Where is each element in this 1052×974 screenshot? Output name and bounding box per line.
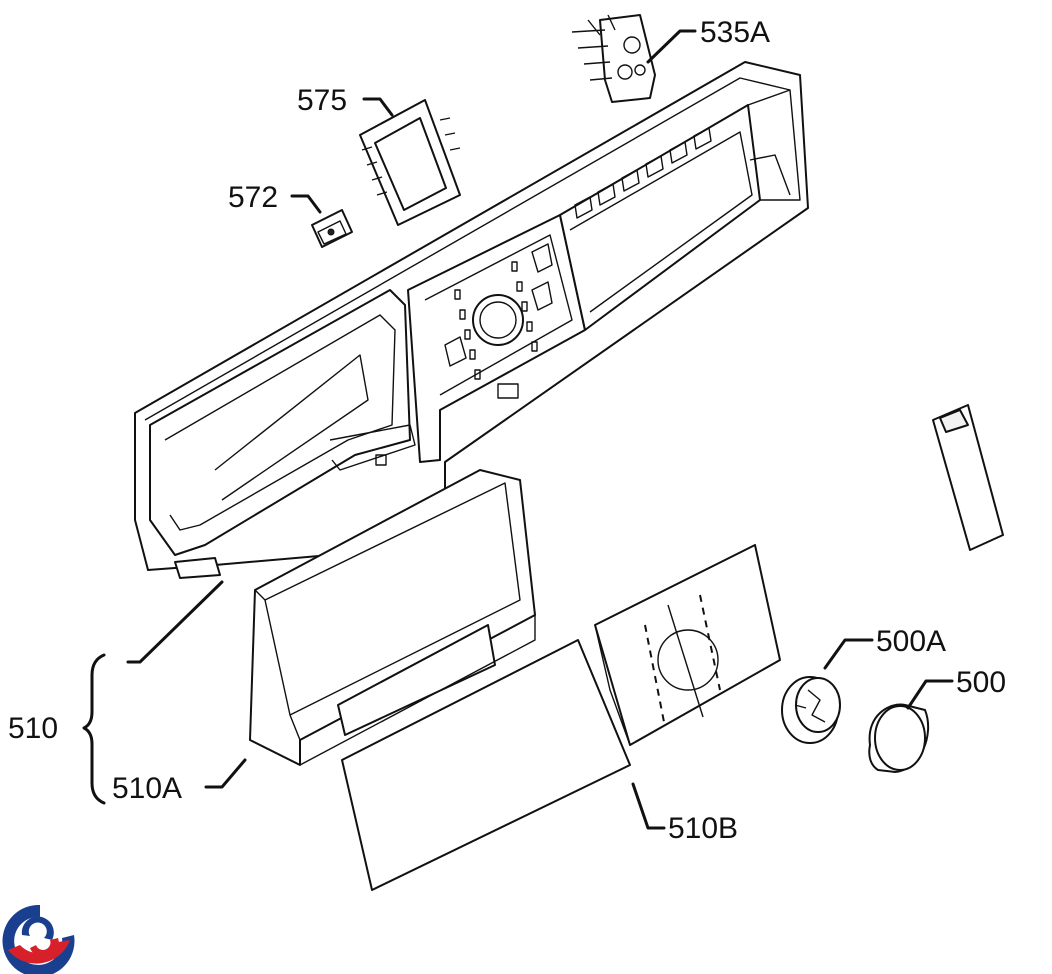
- part-500A-knob-base: [781, 676, 841, 744]
- part-510B-fascia: [594, 544, 781, 746]
- callout-510A: 510A: [112, 772, 182, 805]
- callout-500: 500: [956, 666, 1006, 699]
- leader-500: [906, 679, 954, 710]
- indicator-slots: [444, 243, 553, 399]
- callout-510: 510: [8, 712, 58, 745]
- part-side-strip: [932, 404, 1004, 551]
- swirl-logo-icon: [2, 904, 75, 974]
- part-572-connector: [311, 209, 353, 248]
- callout-510B: 510B: [668, 812, 738, 845]
- part-510A-drawer: [249, 469, 536, 766]
- part-535A-bracket: [571, 14, 656, 103]
- callout-572: 572: [228, 181, 278, 214]
- leader-510A: [204, 758, 247, 789]
- leader-500A: [823, 638, 874, 670]
- part-510-cover-plate: [341, 639, 631, 891]
- part-575-frame: [359, 99, 461, 226]
- brace-510: [82, 653, 106, 805]
- callout-535A: 535A: [700, 16, 770, 49]
- leader-lines: [82, 29, 954, 830]
- leader-510: [126, 580, 224, 664]
- button-slots: [574, 127, 712, 219]
- callout-500A: 500A: [876, 625, 946, 658]
- callout-575: 575: [297, 84, 347, 117]
- leader-510B: [631, 782, 666, 830]
- leader-535A: [646, 29, 697, 64]
- part-500-knob: [868, 703, 930, 773]
- control-panel-frame: [134, 61, 809, 579]
- leader-572: [290, 194, 322, 214]
- leader-575: [362, 97, 394, 117]
